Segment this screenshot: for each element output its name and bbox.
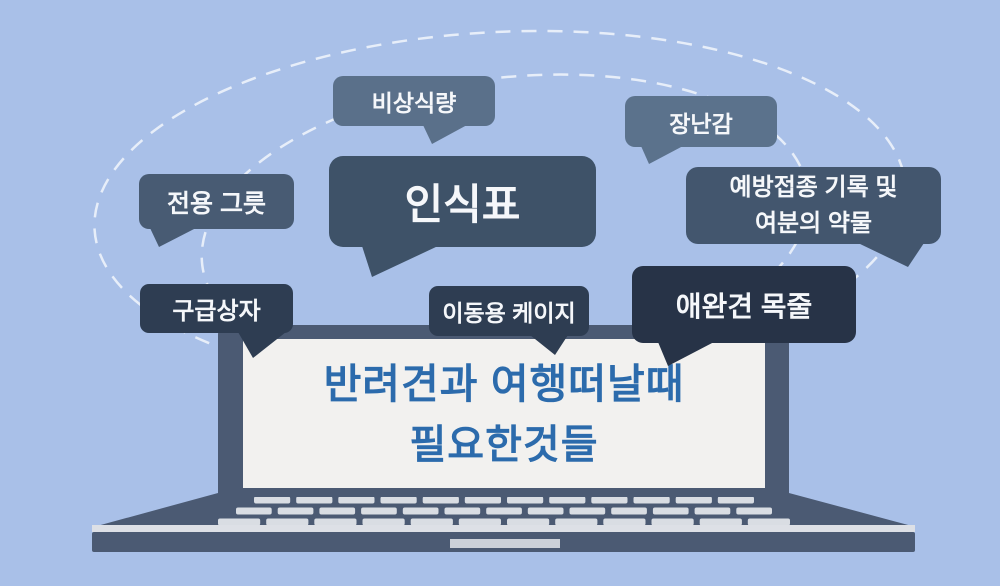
bubble-label-line1: 예방접종 기록 및 xyxy=(729,173,898,201)
bubble-label: 비상식량 xyxy=(371,90,457,116)
bubble-label: 이동용 케이지 xyxy=(442,300,576,326)
bubble-dedicated-bowl: 전용 그릇 xyxy=(139,174,294,247)
bubble-label: 인식표 xyxy=(404,181,521,228)
bubble-pet-carrier: 이동용 케이지 xyxy=(429,286,589,355)
bubble-tail xyxy=(658,342,714,366)
bubble-tail xyxy=(858,243,924,267)
laptop-screen: 반려견과 여행떠날때 필요한것들 xyxy=(243,339,765,488)
bubble-tail xyxy=(530,335,568,355)
bubble-toys: 장난감 xyxy=(625,96,777,164)
bubble-id-tag: 인식표 xyxy=(329,156,596,277)
bubble-tail xyxy=(641,146,683,164)
laptop-lid: 반려견과 여행떠날때 필요한것들 xyxy=(218,325,789,497)
bubble-label-line2: 여분의 약물 xyxy=(754,209,873,237)
bubble-dog-leash: 애완견 목줄 xyxy=(632,266,856,366)
bubble-tail xyxy=(423,125,467,144)
laptop-notch xyxy=(450,539,560,548)
bubble-tail xyxy=(238,332,286,358)
bubble-tail xyxy=(150,228,196,247)
bubble-tail xyxy=(362,246,438,277)
bubble-first-aid-kit: 구급상자 xyxy=(140,284,293,358)
bubble-emergency-food: 비상식량 xyxy=(333,76,495,144)
bubble-label: 예방접종 기록 및 여분의 약물 xyxy=(730,170,898,242)
poster-title-line1: 반려견과 여행떠날때 xyxy=(323,361,685,407)
poster-title-line2: 필요한것들 xyxy=(409,423,599,467)
bubble-label: 전용 그릇 xyxy=(167,189,266,218)
bubble-vaccination-records: 예방접종 기록 및 여분의 약물 xyxy=(686,167,941,267)
bubble-label: 장난감 xyxy=(669,110,733,137)
bubble-label: 구급상자 xyxy=(172,298,261,325)
bubble-label: 애완견 목줄 xyxy=(675,290,813,322)
